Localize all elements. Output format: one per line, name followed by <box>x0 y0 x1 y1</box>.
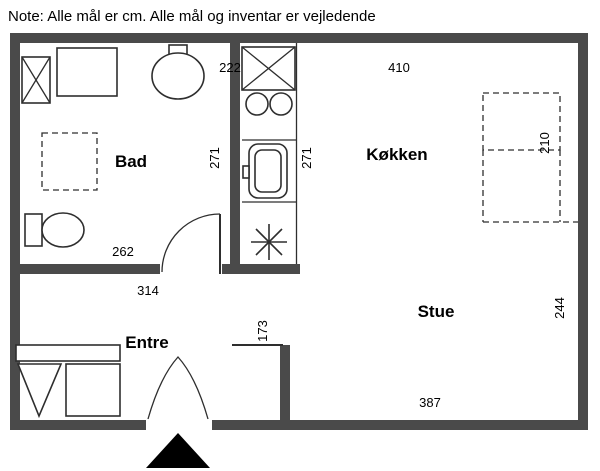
dim-island-depth: 210 <box>537 132 552 154</box>
wall-bottom-right <box>212 420 588 430</box>
dim-stue-width-bottom: 387 <box>419 395 441 410</box>
room-label-koekken: Køkken <box>366 145 427 164</box>
wall-top <box>10 33 588 43</box>
kitchen-island-dashed <box>482 92 578 223</box>
wall-kitchenstrip-bottom <box>222 264 300 274</box>
wall-bottom-left <box>10 420 146 430</box>
wall-entre-stue <box>280 345 290 420</box>
washbasin-icon <box>151 44 205 100</box>
interior-walls <box>20 43 300 420</box>
cabinet-icon <box>56 47 118 97</box>
note: Note: Alle mål er cm. Alle mål og invent… <box>8 8 376 25</box>
wall-left <box>10 33 20 430</box>
outer-walls <box>10 33 588 430</box>
dim-koekken-width-top: 410 <box>388 60 410 75</box>
wall-bad-bottom <box>20 264 160 274</box>
room-label-stue: Stue <box>418 302 455 321</box>
entrance-arrow-icon <box>146 433 210 468</box>
dim-stue-depth: 244 <box>552 297 567 319</box>
bathroom-door <box>161 213 221 274</box>
wall-bad-kitchen <box>230 43 240 274</box>
kitchen-sink-icon <box>242 143 288 199</box>
crossed-cabinet-icon <box>241 46 296 91</box>
room-label-bad: Bad <box>115 152 147 171</box>
drain-star-icon <box>251 224 287 260</box>
dim-koekken-depth: 271 <box>299 147 314 169</box>
dim-bad-depth: 271 <box>207 147 222 169</box>
dim-passage-height: 173 <box>255 320 270 342</box>
wall-right <box>578 33 588 430</box>
dim-entre-width-top: 314 <box>137 283 159 298</box>
dim-bad-width-bottom: 262 <box>112 244 134 259</box>
shower-area-dashed <box>41 132 98 191</box>
crossed-cabinet-icon <box>21 56 51 104</box>
dim-bad-width-top: 222 <box>219 60 241 75</box>
stove-icon <box>245 92 293 116</box>
entrance-door-swing <box>147 356 209 420</box>
toilet-icon <box>24 212 85 248</box>
door-swing-arc <box>161 213 221 273</box>
kitchen-strip-fixtures <box>241 46 296 260</box>
entre-wardrobe-icon <box>15 344 121 419</box>
bathroom-fixtures <box>21 44 205 248</box>
room-label-entre: Entre <box>125 333 168 352</box>
